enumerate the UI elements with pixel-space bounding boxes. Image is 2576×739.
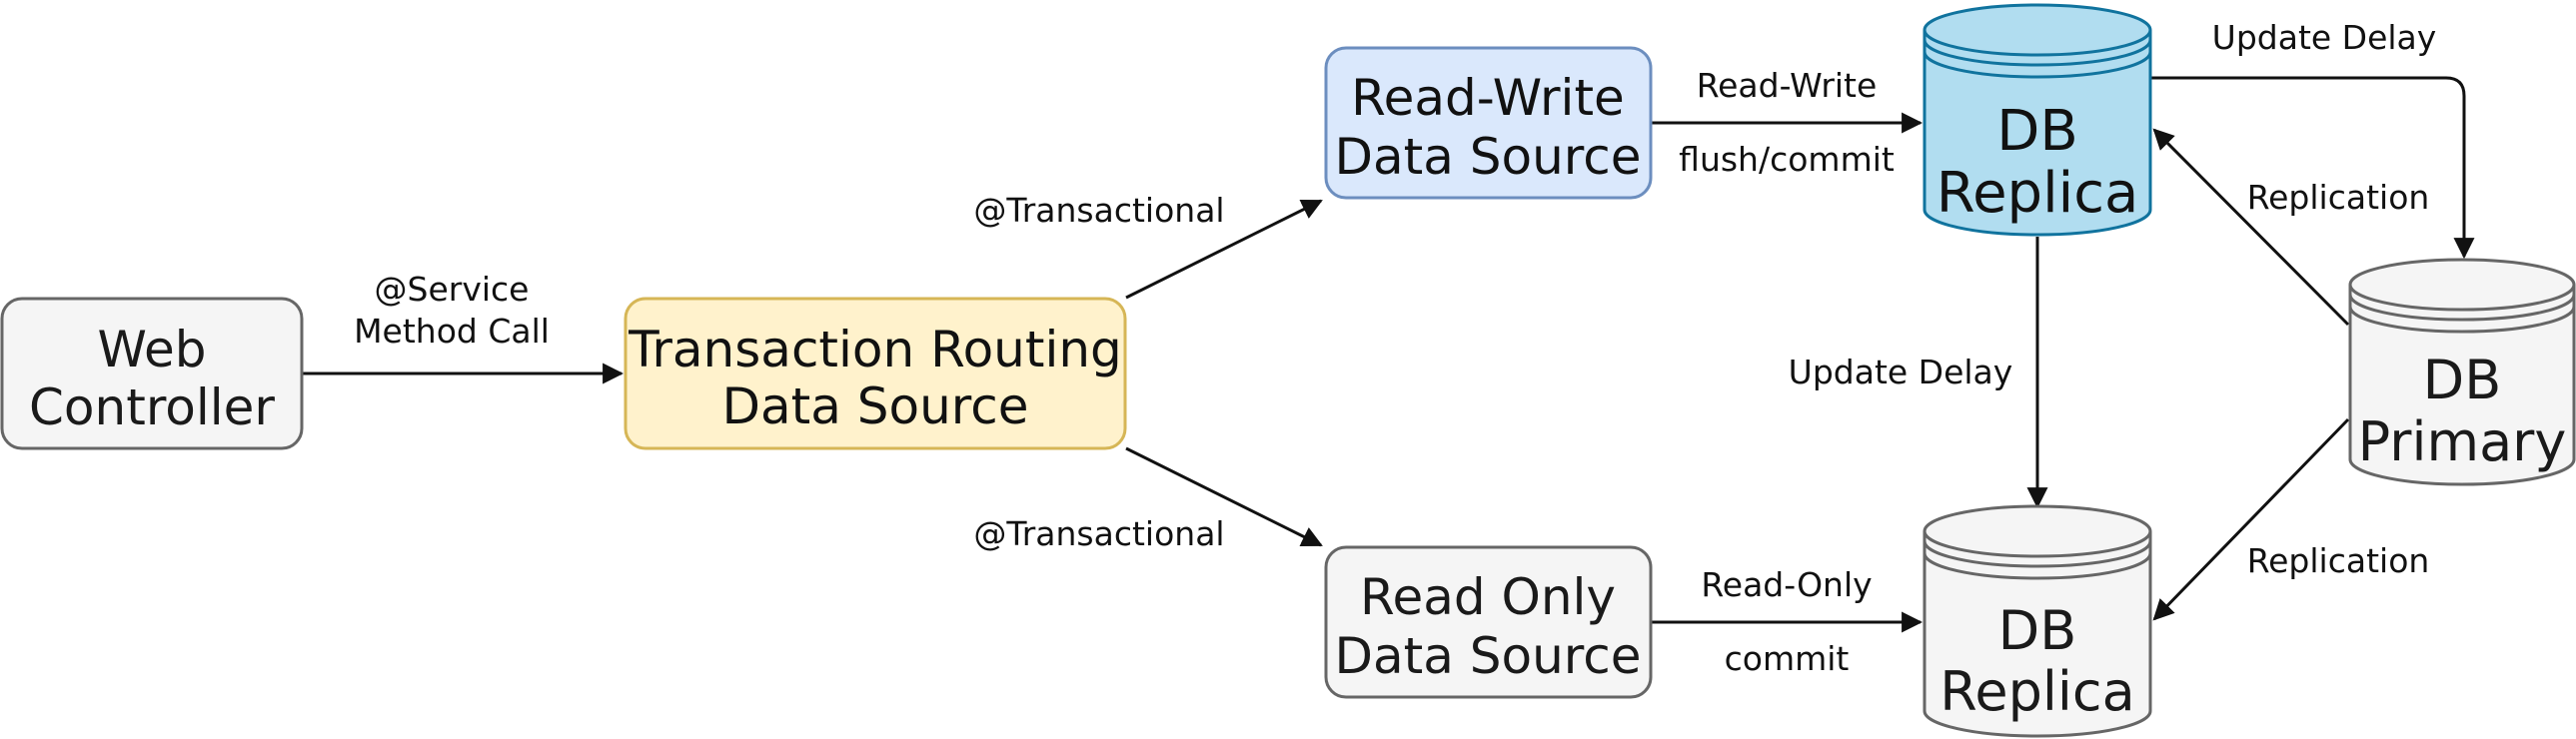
db-replica-bottom-line1: DB: [1998, 599, 2077, 662]
db-primary-line2: Primary: [2358, 410, 2567, 473]
label-transactional-top: @Transactional: [973, 191, 1224, 230]
routing-line1: Transaction Routing: [628, 321, 1122, 378]
edge-replication-top: [2152, 128, 2350, 327]
read-only-line2: Data Source: [1334, 627, 1641, 685]
db-replica-top-line2: Replica: [1936, 161, 2139, 226]
db-primary-line1: DB: [2423, 349, 2502, 411]
db-replica-top-node: DB Replica: [1923, 3, 2152, 237]
read-write-line2: Data Source: [1334, 128, 1641, 186]
read-write-data-source-node: Read-Write Data Source: [1324, 46, 1653, 200]
label-read-write-below: flush/commit: [1679, 140, 1895, 179]
label-transactional-bottom: @Transactional: [973, 514, 1224, 553]
edge-update-delay-top: [2149, 76, 2475, 260]
edge-transactional-bottom: [1125, 446, 1323, 547]
db-replica-bottom-node: DB Replica: [1923, 504, 2152, 738]
label-service-call-line2: Method Call: [354, 312, 550, 351]
label-update-delay-top: Update Delay: [2212, 18, 2437, 57]
web-controller-node: Web Controller: [0, 297, 304, 450]
edge-transactional-top: [1125, 199, 1323, 300]
read-only-data-source-node: Read Only Data Source: [1324, 545, 1653, 699]
label-service-call-line1: @Service: [375, 270, 530, 309]
label-read-only-below: commit: [1725, 639, 1850, 678]
db-primary-node: DB Primary: [2348, 258, 2576, 486]
web-controller-line1: Web: [97, 321, 206, 378]
label-replication-top: Replication: [2247, 178, 2430, 217]
db-replica-bottom-line2: Replica: [1939, 660, 2134, 723]
edge-replication-bottom: [2152, 417, 2350, 621]
web-controller-line2: Controller: [29, 378, 275, 436]
read-only-line1: Read Only: [1360, 568, 1616, 626]
read-write-line1: Read-Write: [1351, 69, 1625, 127]
routing-data-source-node: Transaction Routing Data Source: [624, 297, 1127, 450]
label-update-delay-mid: Update Delay: [1789, 353, 2013, 391]
label-replication-bottom: Replication: [2247, 541, 2430, 580]
db-replica-top-line1: DB: [1996, 99, 2078, 164]
label-read-write-above: Read-Write: [1697, 66, 1878, 105]
routing-line2: Data Source: [721, 377, 1028, 435]
label-read-only-above: Read-Only: [1701, 565, 1872, 604]
